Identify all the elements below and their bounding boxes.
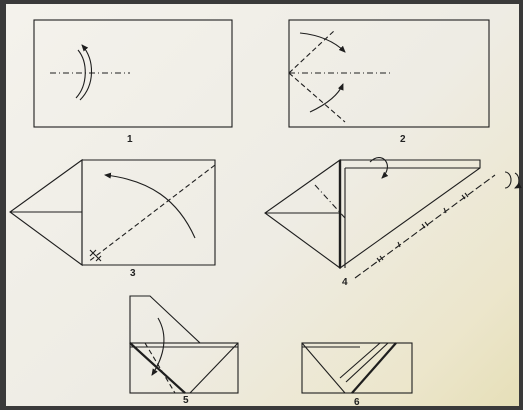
step-6-pocket-line-2: [345, 342, 389, 383]
step-5-right-fold: [189, 342, 239, 394]
step-5-label: 5: [183, 395, 189, 406]
step-4-left-flap: [264, 158, 341, 270]
step-5-left-fold: [129, 342, 186, 394]
step-1-label: 1: [127, 134, 133, 145]
step-5-dashed-fold: [144, 342, 176, 394]
step-5-diagram: [129, 295, 239, 394]
step-3-mark-1: [89, 249, 97, 257]
step-2-upper-arrow: [299, 32, 346, 53]
step-1-fold-arrow: [79, 44, 93, 101]
step-3-fold-arrow: [104, 172, 196, 239]
step-4-diagram: [264, 157, 522, 279]
step-2-diagram: [288, 19, 490, 128]
step-3-diagonal-fold: [87, 164, 216, 263]
step-3-paper: [82, 159, 216, 266]
step-2-upper-valley-fold: [288, 29, 336, 74]
step-4-measure-line: [354, 174, 496, 279]
step-6-label: 6: [354, 397, 360, 408]
step-1-diagram: [33, 19, 233, 128]
step-5-envelope: [129, 342, 239, 394]
step-2-lower-valley-fold: [288, 72, 346, 123]
step-1-paper: [33, 19, 233, 128]
step-4-turn-arrow: [369, 157, 389, 179]
step-3-mark-2: [95, 255, 102, 262]
step-5-flap: [129, 295, 202, 344]
step-6-pocket-line-1: [339, 342, 381, 379]
step-3-label: 3: [130, 268, 136, 279]
step-2-lower-arrow: [309, 83, 344, 113]
step-1-fold-arrow-back: [75, 49, 86, 99]
step-4-mountain-fold: [314, 184, 346, 219]
step-4-equal-marks: [376, 192, 469, 263]
step-4-flip-icon: [504, 171, 512, 189]
step-6-right-fold: [351, 342, 397, 394]
step-6-left-fold: [301, 342, 346, 394]
step-6-envelope: [301, 342, 413, 394]
step-2-label: 2: [400, 134, 406, 145]
step-4-paper-top: [339, 159, 481, 270]
step-5-fold-arrow: [151, 317, 165, 376]
step-4-label: 4: [342, 277, 348, 288]
step-6-diagram: [301, 342, 413, 394]
step-3-diagram: [9, 158, 216, 267]
